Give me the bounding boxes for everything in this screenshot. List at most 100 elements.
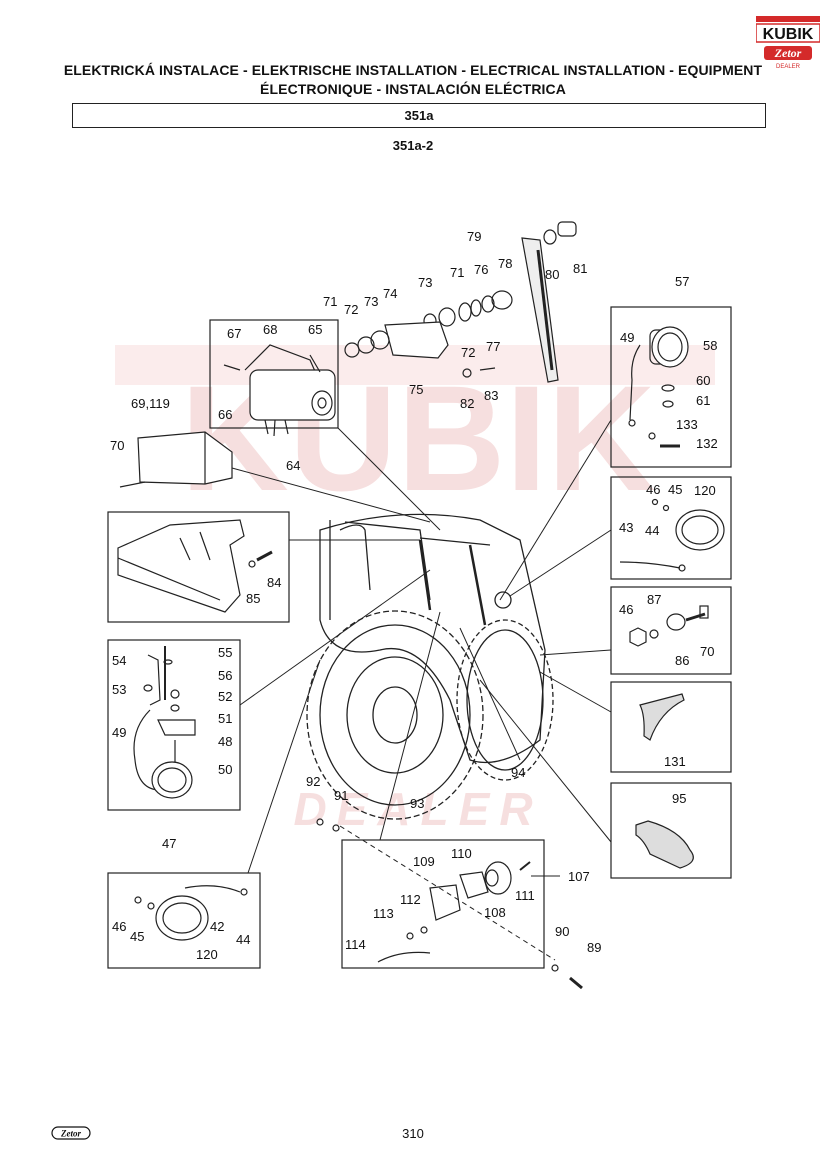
box-work-lamp-left [107,872,261,969]
callout-92: 92 [306,774,320,789]
callout-60: 60 [696,373,710,388]
section-box: 351a [72,103,766,128]
bracket-parts [117,519,273,613]
callout-47: 47 [162,836,176,851]
subsection-number: 351a-2 [392,138,434,153]
callout-67: 67 [227,326,241,341]
callout-81: 81 [573,261,587,276]
callout-110: 110 [451,846,472,861]
callout-78: 78 [498,256,512,271]
box-work-lamp-right [610,476,732,580]
strap-parts [635,693,694,869]
callout-68: 68 [263,322,277,337]
callout-65: 65 [308,322,322,337]
callout-75: 75 [409,382,423,397]
callout-42: 42 [210,919,224,934]
callout-64: 64 [286,458,300,473]
callout-72b: 72 [461,345,475,360]
zetor-footer-logo: Zetor [51,1126,91,1140]
callout-73b: 73 [364,294,378,309]
callout-79: 79 [467,229,481,244]
callout-73a: 73 [418,275,432,290]
section-number: 351a [404,108,434,123]
callout-76: 76 [474,262,488,277]
logo-brand: KUBIK [763,26,814,43]
beacon-parts [628,326,689,448]
callout-91: 91 [334,788,348,803]
box-rear-lamp [107,639,241,811]
callout-109: 109 [413,854,435,869]
fastener-parts [629,605,709,647]
callout-94: 94 [511,765,525,780]
callout-84: 84 [267,575,281,590]
callout-51: 51 [218,711,232,726]
callout-54: 54 [112,653,126,668]
callout-45a: 45 [668,482,682,497]
box-horn [341,839,545,969]
callout-85: 85 [246,591,260,606]
kubik-zetor-logo: KUBIK Zetor DEALER [756,16,820,70]
callout-86: 86 [675,653,689,668]
callout-44b: 44 [236,932,250,947]
horn-parts [316,818,583,990]
callout-131: 131 [664,754,686,769]
callout-112: 112 [400,892,421,907]
callout-132: 132 [696,436,718,451]
footer-brand: Zetor [60,1129,81,1139]
callout-52: 52 [218,689,232,704]
callout-89: 89 [587,940,601,955]
callout-83: 83 [484,388,498,403]
box-fastener [610,586,732,675]
callout-87: 87 [647,592,661,607]
wiper-assembly [119,221,577,488]
callout-107: 107 [568,869,590,884]
rear-lamp-parts [133,646,196,799]
callout-80: 80 [545,267,559,282]
callout-46b: 46 [619,602,633,617]
callout-69-119: 69,119 [131,396,170,411]
callout-44a: 44 [645,523,659,538]
callout-45b: 45 [130,929,144,944]
callout-71b: 71 [323,294,337,309]
callout-70a: 70 [110,438,124,453]
callout-66: 66 [218,407,232,422]
watermark: KUBÍK DEALER [115,345,715,835]
callout-53: 53 [112,682,126,697]
callout-93: 93 [410,796,424,811]
callout-48: 48 [218,734,232,749]
logo-sub: Zetor [774,46,802,60]
callout-113: 113 [373,906,394,921]
callout-120a: 120 [694,483,716,498]
callout-58: 58 [703,338,717,353]
callout-72a: 72 [344,302,358,317]
callout-95: 95 [672,791,686,806]
work-lamp-left [134,885,248,941]
callout-90: 90 [555,924,569,939]
leader-lines [231,419,612,961]
work-lamp-right [619,498,725,572]
callout-49b: 49 [112,725,126,740]
callout-43: 43 [619,520,633,535]
page-title-line-2: ÉLECTRONIQUE - INSTALACIÓN ELÉCTRICA [260,81,566,97]
page-title-line-1: ELEKTRICKÁ INSTALACE - ELEKTRISCHE INSTA… [63,62,763,78]
page-number: 310 [402,1126,424,1141]
callout-114: 114 [345,937,366,952]
callout-61: 61 [696,393,710,408]
callout-55: 55 [218,645,232,660]
callout-50: 50 [218,762,232,777]
callout-74: 74 [383,286,397,301]
box-strap-95 [610,782,732,879]
callout-49a: 49 [620,330,634,345]
callout-46c: 46 [112,919,126,934]
callout-57: 57 [675,274,689,289]
callout-108: 108 [484,905,506,920]
callout-82: 82 [460,396,474,411]
box-beacon [610,306,732,468]
callout-111: 111 [515,888,535,903]
callout-71a: 71 [450,265,464,280]
box-strap-131 [610,681,732,773]
callout-46a: 46 [646,482,660,497]
box-bracket [107,511,290,623]
callout-56: 56 [218,668,232,683]
